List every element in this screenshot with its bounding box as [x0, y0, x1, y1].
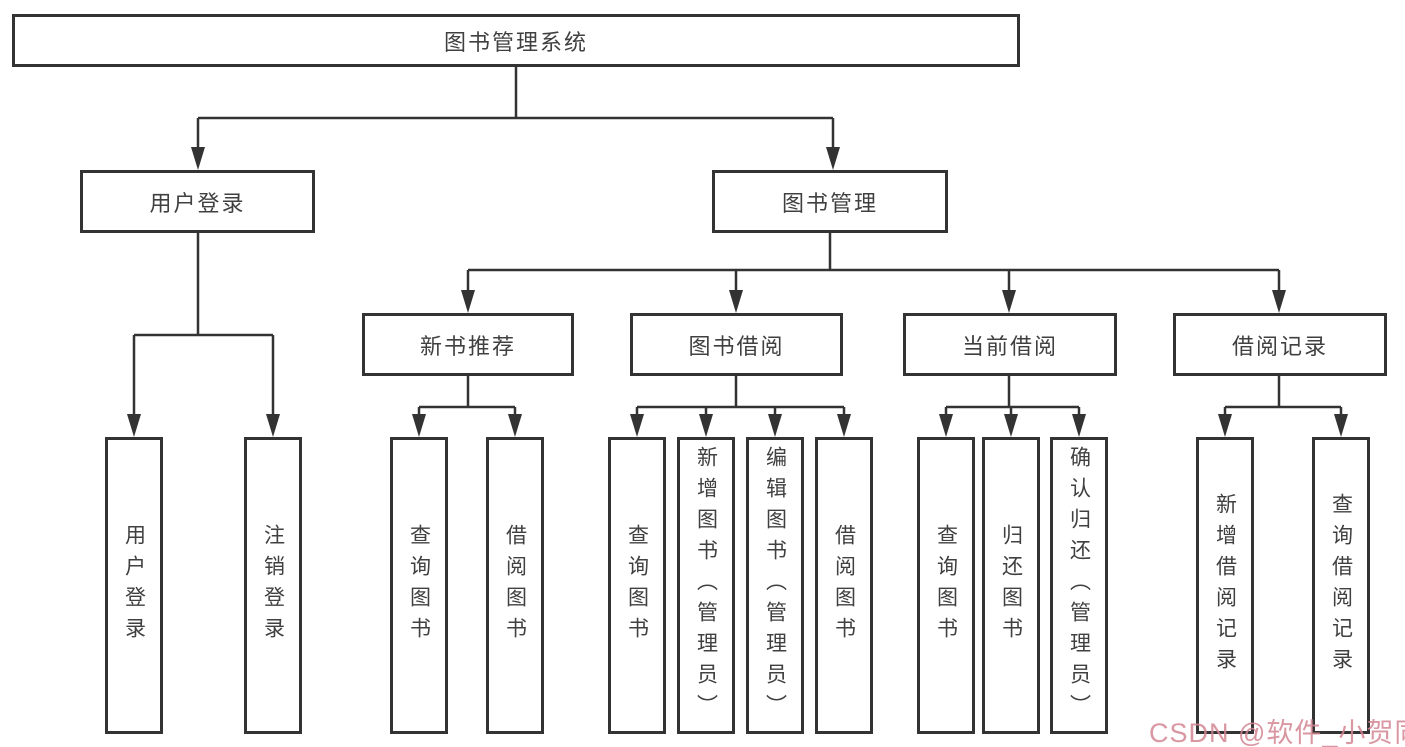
arrowhead	[412, 414, 426, 437]
arrowhead	[1334, 414, 1348, 437]
leaf-return-book: 归还图书	[982, 437, 1040, 734]
arrowhead	[1218, 414, 1232, 437]
edge-new-book-to-leaves	[412, 376, 522, 437]
leaf-confirm-return-admin: 确认归还（管理员）	[1050, 437, 1108, 734]
leaf-logout: 注销登录	[244, 437, 302, 734]
arrowhead	[837, 414, 851, 437]
arrowhead	[699, 414, 713, 437]
node-current-borrowing: 当前借阅	[903, 313, 1117, 376]
arrowhead	[630, 414, 644, 437]
node-root-system: 图书管理系统	[12, 14, 1020, 67]
leaf-query-borrow-record: 查询借阅记录	[1312, 437, 1370, 734]
arrowhead	[729, 290, 743, 313]
node-book-management: 图书管理	[712, 170, 948, 233]
leaf-query-book-current: 查询图书	[917, 437, 975, 734]
node-borrowing-records: 借阅记录	[1173, 313, 1387, 376]
edge-user-login-to-leaves	[127, 233, 280, 437]
edge-book-mgmt-to-level3	[461, 233, 1286, 313]
leaf-query-book-borrowing: 查询图书	[608, 437, 666, 734]
csdn-watermark: CSDN @软件_小贺同学	[1149, 718, 1405, 747]
arrowhead	[461, 290, 475, 313]
leaf-add-book-admin: 新增图书（管理员）	[677, 437, 735, 734]
edge-current-borrow-to-leaves	[939, 376, 1086, 437]
leaf-user-login: 用户登录	[105, 437, 163, 734]
arrowhead	[508, 414, 522, 437]
leaf-add-borrow-record: 新增借阅记录	[1196, 437, 1254, 734]
node-new-book-recommend: 新书推荐	[362, 313, 574, 376]
edge-book-borrow-to-leaves	[630, 376, 851, 437]
leaf-borrow-book-recommend: 借阅图书	[486, 437, 544, 734]
edge-borrow-record-to-leaves	[1218, 376, 1348, 437]
arrowhead	[768, 414, 782, 437]
leaf-edit-book-admin: 编辑图书（管理员）	[746, 437, 804, 734]
arrowhead	[127, 414, 141, 437]
node-user-login: 用户登录	[80, 170, 315, 233]
leaf-borrow-book-borrowing: 借阅图书	[815, 437, 873, 734]
arrowhead	[1002, 290, 1016, 313]
node-book-borrowing: 图书借阅	[630, 313, 843, 376]
arrowhead	[939, 414, 953, 437]
arrowhead	[266, 414, 280, 437]
arrowhead	[1272, 290, 1286, 313]
arrowhead	[1004, 414, 1018, 437]
arrowhead	[826, 147, 840, 170]
arrowhead	[191, 147, 205, 170]
edge-root-to-level2	[191, 66, 840, 170]
leaf-query-book-recommend: 查询图书	[390, 437, 448, 734]
arrowhead	[1072, 414, 1086, 437]
